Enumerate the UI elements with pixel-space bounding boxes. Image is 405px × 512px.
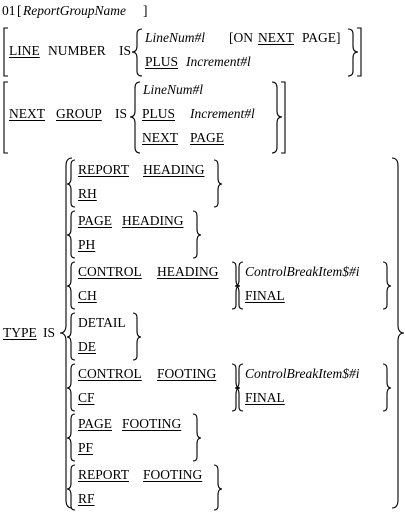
- kw-is-3: IS: [43, 325, 56, 340]
- report-footing-brace-open: [66, 464, 76, 511]
- kw-control-heading-control: CONTROL: [78, 264, 142, 279]
- control-heading-item-brace-close: [382, 261, 392, 310]
- line-number-brace: [131, 28, 143, 77]
- kw-report-heading-heading: HEADING: [143, 162, 205, 177]
- next-group-close-brace: [271, 81, 283, 154]
- increment-param: Increment#l: [186, 54, 251, 69]
- next-group-left-bracket: [3, 81, 8, 154]
- kw-next-group-next: NEXT: [9, 106, 45, 121]
- kw-page-heading-heading: HEADING: [122, 213, 184, 228]
- kw-next: NEXT: [258, 30, 294, 45]
- control-heading-item-brace-open: [234, 261, 244, 310]
- kw-plus-2: PLUS: [142, 106, 176, 121]
- level-number: 01: [2, 3, 16, 18]
- kw-page: PAGE]: [302, 30, 341, 45]
- kw-report-heading-report: REPORT: [78, 162, 129, 177]
- kw-control-footing-control: CONTROL: [78, 366, 142, 381]
- increment-param-2: Increment#l: [190, 106, 255, 121]
- kw-de: DE: [78, 339, 96, 354]
- kw-group: GROUP: [56, 106, 102, 121]
- kw-rh: RH: [78, 186, 97, 201]
- detail-brace-close: [132, 312, 142, 361]
- on-optional: [ON: [229, 30, 253, 45]
- kw-plus: PLUS: [145, 54, 179, 69]
- page-footing-brace-close: [192, 413, 202, 462]
- control-footing-item-brace-open: [234, 363, 244, 412]
- kw-ch: CH: [78, 288, 97, 303]
- control-footing-brace-close: [231, 363, 241, 412]
- kw-page-footing-page: PAGE: [78, 416, 113, 431]
- kw-pf: PF: [78, 440, 94, 455]
- type-close-brace: [391, 157, 405, 509]
- kw-page-footing-footing: FOOTING: [122, 416, 182, 431]
- detail-brace-open: [66, 312, 76, 361]
- report-group-name: ReportGroupName: [23, 3, 126, 18]
- kw-control-heading-heading: HEADING: [157, 264, 219, 279]
- control-heading-brace-close: [231, 261, 241, 310]
- kw-control-footing-footing: FOOTING: [157, 366, 217, 381]
- kw-final-2: FINAL: [245, 390, 285, 405]
- line-num-param: LineNum#l: [145, 30, 206, 45]
- kw-page-heading-page: PAGE: [78, 213, 113, 228]
- page-footing-brace-open: [66, 413, 76, 462]
- control-heading-brace-open: [66, 261, 76, 310]
- line-number-left-bracket: [3, 27, 8, 77]
- kw-report-footing-report: REPORT: [78, 467, 129, 482]
- kw-line: LINE: [9, 43, 40, 58]
- kw-rf: RF: [78, 491, 95, 506]
- kw-report-footing-footing: FOOTING: [143, 467, 203, 482]
- control-footing-brace-open: [66, 363, 76, 412]
- type-open-brace: [59, 157, 73, 509]
- kw-next-page-next: NEXT: [142, 130, 178, 145]
- report-heading-brace-close: [213, 159, 223, 208]
- kw-type: TYPE: [3, 325, 37, 340]
- page-heading-brace-close: [192, 210, 202, 259]
- kw-is: IS: [119, 43, 132, 58]
- report-heading-brace-open: [66, 159, 76, 208]
- report-footing-brace-close: [213, 464, 223, 511]
- kw-next-page-page: PAGE: [190, 130, 225, 145]
- control-break-item-param: ControlBreakItem$#i: [245, 264, 360, 279]
- kw-detail: DETAIL: [78, 315, 126, 330]
- kw-cf: CF: [78, 390, 95, 405]
- control-footing-item-brace-close: [382, 363, 392, 412]
- kw-number: NUMBER: [48, 43, 106, 58]
- kw-is-2: IS: [115, 106, 128, 121]
- kw-final: FINAL: [245, 288, 285, 303]
- page-heading-brace-open: [66, 210, 76, 259]
- open-square-bracket: [: [17, 3, 22, 18]
- next-group-right-bracket: [281, 81, 286, 154]
- close-square-bracket: ]: [143, 3, 148, 18]
- line-number-close-brace: [347, 28, 359, 77]
- line-num-param-2: LineNum#l: [143, 82, 204, 97]
- control-break-item-param-2: ControlBreakItem$#i: [245, 366, 360, 381]
- line-number-right-bracket: [357, 27, 362, 77]
- kw-ph: PH: [78, 237, 96, 252]
- next-group-brace: [129, 81, 141, 154]
